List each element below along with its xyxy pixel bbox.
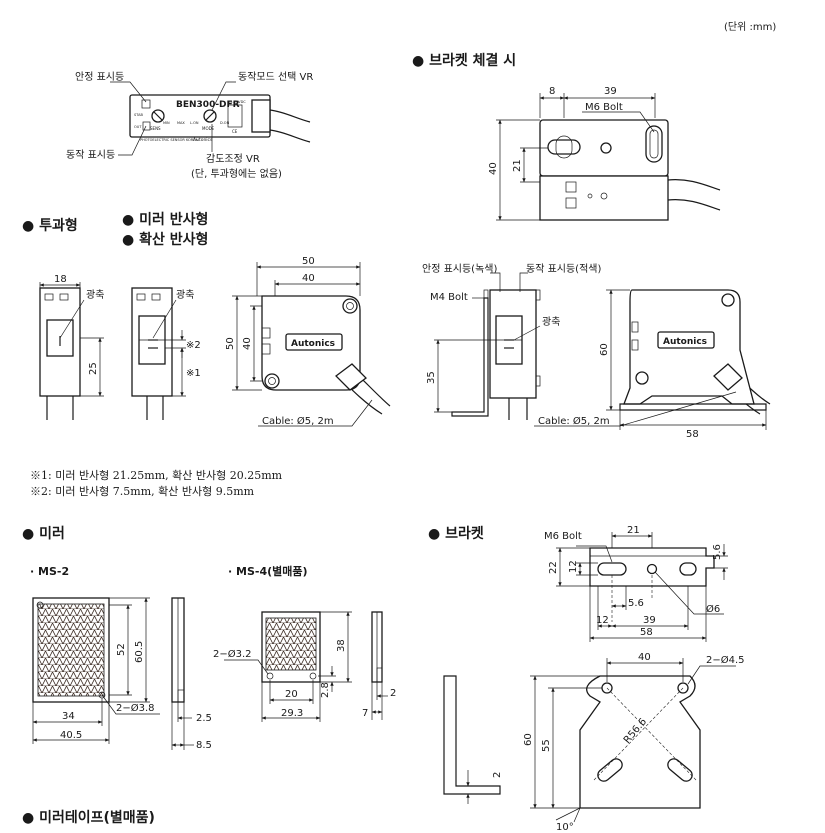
heading-mirror-reflective: ● 미러 반사형 (122, 211, 208, 228)
heading-ms4: · MS-4(별매품) (228, 564, 308, 578)
bracket-front-view: 광축 안정 표시등(녹색) 동작 표시등(적색) M4 Bolt 35 (422, 263, 601, 420)
optical-axis-label-1: 광축 (86, 289, 104, 301)
bracket-mount-drawing: 8 39 M6 Bolt 40 21 (488, 86, 721, 221)
dim-ms2-52: 52 (116, 643, 127, 656)
mode-vr-label: 동작모드 선택 VR (238, 71, 313, 83)
operation-indicator-label: 동작 표시등 (66, 149, 115, 161)
dim-bm-40: 40 (488, 162, 499, 175)
mark-ce: CE (232, 129, 238, 134)
brand-bracket-side: Autonics (663, 337, 707, 347)
dim-h25: 25 (88, 362, 99, 375)
dim-ms4-293: 29.3 (281, 708, 303, 719)
mark-don: D.ON (220, 121, 230, 125)
dim-w18: 18 (54, 274, 67, 285)
cable-label-2: Cable: Ø5, 2m (538, 415, 610, 427)
optical-axis-label-2: 광축 (176, 289, 194, 301)
note-1: ※1: 미러 반사형 21.25mm, 확산 반사형 20.25mm (30, 469, 283, 482)
dim-ms4-hole: 2−Ø3.2 (213, 648, 252, 660)
dim-br-hole: 2−Ø4.5 (706, 654, 745, 666)
sensitivity-note: (단, 투과형에는 없음) (191, 167, 282, 180)
dim-side-50h: 50 (225, 337, 236, 350)
dim-ms2-405: 40.5 (60, 730, 82, 741)
thru-beam-front: 광축 18 25 (39, 274, 104, 420)
mark-min: MIN (163, 121, 170, 125)
note-2: ※2: 미러 반사형 7.5mm, 확산 반사형 9.5mm (30, 485, 255, 498)
mark-lon: L.ON (190, 121, 199, 125)
heading-mirror: ● 미러 (22, 526, 65, 542)
dim-br-40: 40 (638, 652, 651, 663)
optical-axis-label-3: 광축 (542, 316, 560, 328)
m6-bolt-label-2: M6 Bolt (544, 531, 582, 542)
dim-bm-8: 8 (549, 86, 555, 97)
bracket-front-drawing: 21 M6 Bolt 22 12 5.6 5.6 12 39 58 Ø6 (544, 525, 728, 642)
m6-bolt-label: M6 Bolt (585, 102, 623, 113)
heading-thru-beam: ● 투과형 (22, 217, 78, 234)
ms4-drawing: 2−Ø3.2 38 2.8 20 29.3 2 7 (213, 611, 396, 722)
mark-sens: SENS (150, 126, 161, 131)
star1-mark: ※1 (186, 368, 201, 379)
dim-bm-39: 39 (604, 86, 617, 97)
dim-bm-21: 21 (512, 159, 523, 172)
stab-green-label: 안정 표시등(녹색) (422, 263, 497, 275)
m4-bolt-label: M4 Bolt (430, 292, 468, 303)
dim-ms2-25: 2.5 (196, 713, 212, 724)
heading-bracket: ● 브라켓 (428, 525, 484, 542)
dim-ms4-7: 7 (362, 708, 368, 719)
dim-br-60: 60 (523, 733, 534, 746)
dim-side-40h: 40 (242, 337, 253, 350)
mark-out: OUT (134, 125, 142, 129)
bracket-plan-drawing: 2 40 2−Ø4.5 60 55 R56.6 10° (443, 652, 745, 833)
brand-side: Autonics (291, 339, 335, 349)
dim-br-22: 22 (548, 561, 559, 574)
dim-ms2-34: 34 (62, 711, 75, 722)
mark-photo: PHOTOELECTRIC SENSOR KOREA (140, 138, 198, 142)
dim-ms2-hole: 2−Ø3.8 (116, 702, 155, 714)
dim-br-58: 58 (640, 627, 653, 638)
reflective-front: 광축 ※2 ※1 (131, 287, 201, 420)
dim-br-12: 12 (568, 560, 579, 573)
dim-br-56a: 5.6 (628, 598, 644, 609)
dim-br-56b: 5.6 (712, 544, 723, 560)
mark-max: MAX (177, 121, 185, 125)
star2-mark: ※2 (186, 340, 201, 351)
brand-small: Autonics (193, 137, 213, 143)
dim-ms2-605: 60.5 (134, 641, 145, 663)
mark-volt: 12-24VDC (228, 100, 246, 104)
dim-b60: 60 (599, 343, 610, 356)
model-text: BEN300-DFR (176, 100, 240, 110)
dim-br-12b: 12 (596, 615, 609, 626)
heading-bracket-mount: ● 브라켓 체결 시 (412, 52, 516, 69)
dim-br-55: 55 (541, 739, 552, 752)
dim-br-21: 21 (627, 525, 640, 536)
mark-stab: STAB (134, 113, 143, 117)
dim-br-10: 10° (556, 822, 574, 833)
dim-ms4-38: 38 (336, 639, 347, 652)
dim-ms4-20: 20 (285, 689, 298, 700)
dim-br-d6: Ø6 (706, 603, 720, 615)
dim-side-40w: 40 (302, 273, 315, 284)
dim-ms4-28: 2.8 (320, 682, 331, 698)
ms2-drawing: 52 60.5 34 40.5 2−Ø3.8 2.5 8.5 (32, 597, 212, 751)
dim-br-39: 39 (643, 615, 656, 626)
heading-ms2: · MS-2 (30, 565, 69, 578)
sensor-side-view: Autonics 50 40 50 40 Cable: Ø5, 2m (225, 256, 391, 427)
heading-mirror-tape: ● 미러테이프(별매품) (22, 809, 155, 826)
mark-mode: MODE (202, 126, 215, 131)
unit-note: (단위 :mm) (724, 20, 776, 33)
dim-ms2-85: 8.5 (196, 740, 212, 751)
sensitivity-vr-label: 감도조정 VR (206, 153, 260, 165)
bracket-side-view: Autonics 60 58 Cable: Ø5, 2m (534, 289, 771, 440)
heading-diffuse-reflective: ● 확산 반사형 (122, 231, 208, 248)
cable-label-1: Cable: Ø5, 2m (262, 415, 334, 427)
op-red-label: 동작 표시등(적색) (526, 263, 601, 275)
dim-ms4-2: 2 (390, 688, 396, 699)
dim-b35: 35 (426, 371, 437, 384)
stability-indicator-label: 안정 표시등 (75, 71, 124, 83)
dim-b58: 58 (686, 429, 699, 440)
dim-side-50w: 50 (302, 256, 315, 267)
sensor-top-view: BEN300-DFR Autonics PHOTOELECTRIC SENSOR… (66, 71, 313, 180)
dim-br-2: 2 (492, 772, 503, 778)
